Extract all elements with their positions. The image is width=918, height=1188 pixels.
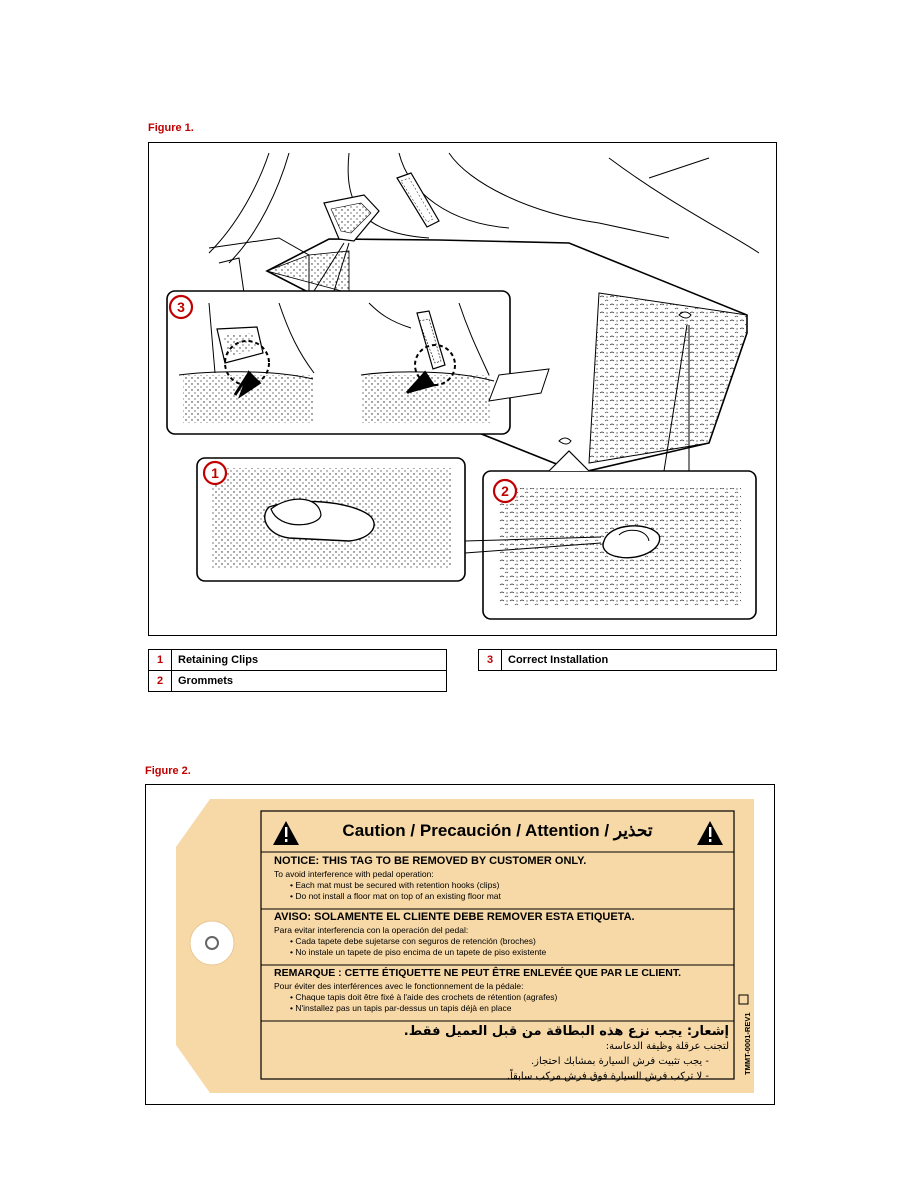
brake-pedal [323,194,380,242]
legend-number: 3 [478,649,502,671]
tag-hole-icon [205,936,219,950]
section-intro: To avoid interference with pedal operati… [274,869,434,879]
section-intro: Pour éviter des interférences avec le fo… [274,981,524,991]
section-title: REMARQUE : CETTE ÉTIQUETTE NE PEUT ÊTRE … [274,967,682,979]
tag-side-code: TMMT-0001-REV1 [743,1012,752,1075]
section-bullet: • Do not install a floor mat on top of a… [290,891,501,901]
tag-shape [176,799,754,1093]
callout-2-inset [482,450,757,620]
section-title: NOTICE: THIS TAG TO BE REMOVED BY CUSTOM… [274,855,587,867]
section-bullet: - لا تركب فرش السيارة فوق فرش مركب سابقا… [506,1071,709,1082]
section-bullet: • N'installez pas un tapis par-dessus un… [290,1003,512,1013]
warning-triangle-icon [697,821,723,845]
section-intro: لتجنب عرقلة وظيفة الدعاسة: [605,1041,729,1052]
legend-label: Grommets [171,670,447,692]
tag-section-spanish: AVISO: SOLAMENTE EL CLIENTE DEBE REMOVER… [274,912,729,958]
tag-section-english: NOTICE: THIS TAG TO BE REMOVED BY CUSTOM… [274,856,729,902]
section-bullet: - يجب تثبيت فرش السيارة بمشابك احتجاز. [530,1056,709,1067]
section-title: إشعار: يجب نزع هذه البطاقة من قبل العميل… [403,1024,729,1039]
section-intro: Para evitar interferencia con la operaci… [274,925,469,935]
callout-2-label: 2 [501,483,509,499]
tag-border [260,810,735,1080]
legend-row: 3 Correct Installation [478,649,777,671]
section-bullet: • Cada tapete debe sujetarse con seguros… [290,936,536,946]
floor-mat-diagram: 3 1 2 [166,152,760,620]
tag-section-arabic: إشعار: يجب نزع هذه البطاقة من قبل العميل… [274,1024,729,1084]
tag-header: Caution / Precaución / Attention / تحذير [342,821,653,840]
section-title: AVISO: SOLAMENTE EL CLIENTE DEBE REMOVER… [274,911,635,923]
section-bullet: • Each mat must be secured with retentio… [290,880,500,890]
figure-2-illustration: Caution / Precaución / Attention / تحذير… [145,784,775,1105]
figure-1-caption: Figure 1. [148,122,194,134]
callout-3-label: 3 [177,299,185,315]
accelerator-pedal [396,172,440,228]
legend-label: Retaining Clips [171,649,447,671]
legend-label: Correct Installation [501,649,777,671]
figure-2-caption: Figure 2. [145,765,191,777]
warning-triangle-icon [273,821,299,845]
section-bullet: • No instale un tapete de piso encima de… [290,947,547,957]
section-bullet: • Chaque tapis doit être fixé à l'aide d… [290,992,558,1002]
removal-tag [176,799,754,1093]
legend-number: 2 [148,670,172,692]
legend-number: 1 [148,649,172,671]
callout-1-label: 1 [211,465,219,481]
figure-1-illustration: 3 1 2 [148,142,777,636]
legend-row: 1 Retaining Clips [148,649,447,671]
callout-1-inset [196,457,466,582]
callout-3-inset [166,242,511,435]
legend-row: 2 Grommets [148,670,447,692]
figure-1-legend-right: 3 Correct Installation [478,649,777,671]
tag-section-french: REMARQUE : CETTE ÉTIQUETTE NE PEUT ÊTRE … [274,968,729,1014]
figure-1-legend-left: 1 Retaining Clips 2 Grommets [148,649,447,692]
